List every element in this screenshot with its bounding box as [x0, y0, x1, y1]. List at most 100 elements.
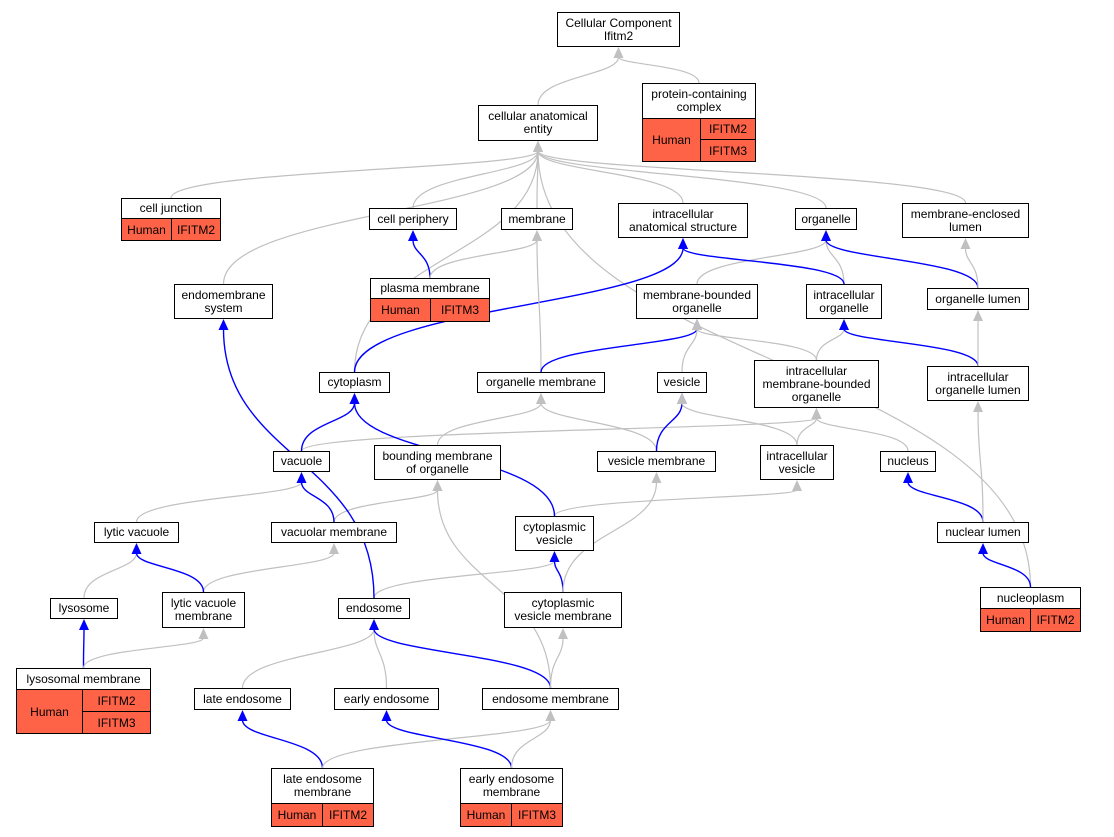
node-endo[interactable]: endosome: [338, 598, 410, 619]
node-nl[interactable]: nuclear lumen: [937, 522, 1029, 543]
arrowhead: [369, 619, 379, 630]
node-cvm[interactable]: cytoplasmic vesicle membrane: [504, 592, 622, 628]
edge-cyt-to-ias: [353, 247, 684, 373]
edge-om-to-mbo: [540, 328, 698, 373]
edge-cp-to-cae: [412, 150, 539, 209]
node-eem[interactable]: early endosome membrane: [460, 768, 563, 804]
arrowhead: [677, 393, 687, 404]
node-vac[interactable]: vacuole: [273, 451, 330, 472]
node-cyt[interactable]: cytoplasm: [319, 372, 390, 393]
node-ias[interactable]: intracellular anatomical structure: [618, 203, 748, 238]
arrowhead: [811, 408, 822, 419]
arrowhead: [692, 319, 702, 330]
node-cp[interactable]: cell periphery: [369, 208, 457, 230]
edge-nl-to-iol: [977, 410, 984, 523]
arrowhead: [329, 543, 339, 554]
node-mem[interactable]: membrane: [501, 208, 573, 230]
edge-ves-to-mbo: [681, 328, 698, 373]
node-lys[interactable]: lysosome: [50, 598, 118, 619]
arrowhead: [296, 472, 307, 483]
node-lem[interactable]: late endosome membrane: [271, 768, 374, 804]
node-np[interactable]: nucleoplasm: [980, 587, 1081, 609]
node-mel[interactable]: membrane-enclosed lumen: [902, 203, 1029, 238]
arrowhead: [960, 238, 971, 249]
edge-iv-to-ves: [681, 402, 798, 446]
node-vm[interactable]: vesicle membrane: [597, 451, 716, 472]
species-cell: Human: [16, 689, 83, 734]
edge-io-to-org: [825, 239, 845, 285]
node-cv[interactable]: cytoplasmic vesicle: [515, 516, 594, 551]
arrowhead: [532, 230, 542, 241]
node-lvm[interactable]: lytic vacuole membrane: [162, 592, 245, 628]
node-imbo[interactable]: intracellular membrane-bounded organelle: [754, 360, 879, 408]
node-ol[interactable]: organelle lumen: [927, 288, 1029, 310]
node-io[interactable]: intracellular organelle: [806, 284, 882, 319]
node-iv[interactable]: intracellular vesicle: [760, 445, 834, 480]
node-ems[interactable]: endomembrane system: [174, 284, 273, 319]
edge-cyt-to-cae: [353, 150, 539, 373]
arrowhead: [408, 230, 418, 241]
edge-eem-to-em: [510, 719, 552, 769]
edge-lysm-to-lvm: [82, 637, 205, 669]
edge-bmo-to-om: [436, 402, 542, 446]
edge-lvm-to-vacm: [202, 552, 335, 593]
gene-cell: IFITM2: [1030, 608, 1081, 632]
gene-cell: IFITM3: [511, 803, 563, 827]
edge-em-to-bmo: [436, 489, 552, 689]
edge-ol-to-mel: [964, 247, 979, 289]
node-bmo[interactable]: bounding membrane of organelle: [374, 445, 501, 480]
node-pm[interactable]: plasma membrane: [370, 278, 490, 299]
species-cell: Human: [642, 118, 701, 162]
edge-em-to-endo: [373, 628, 552, 689]
arrowhead: [978, 543, 988, 554]
arrowhead: [536, 393, 546, 404]
edge-pm-to-mem: [429, 239, 538, 279]
gene-cell: IFITM3: [430, 298, 490, 322]
node-em[interactable]: endosome membrane: [482, 688, 619, 710]
edge-pm-to-cp: [412, 239, 431, 279]
species-cell: Human: [271, 803, 323, 827]
edge-lysm-to-lys: [82, 628, 85, 669]
node-lysm[interactable]: lysosomal membrane: [16, 668, 151, 690]
gene-cell: IFITM2: [82, 689, 151, 712]
edge-cv-to-iv: [553, 489, 798, 517]
node-mbo[interactable]: membrane-bounded organelle: [636, 284, 758, 319]
node-lv[interactable]: lytic vacuole: [94, 522, 179, 543]
arrowhead: [131, 543, 142, 554]
edge-lem-to-em: [321, 719, 552, 769]
node-cj[interactable]: cell junction: [121, 198, 221, 219]
species-cell: Human: [460, 803, 512, 827]
node-cc[interactable]: Cellular Component Ifitm2: [557, 12, 680, 47]
node-org[interactable]: organelle: [795, 208, 857, 230]
edge-vac-to-imbo: [300, 417, 818, 452]
gene-cell: IFITM2: [322, 803, 374, 827]
edge-org-to-cae: [537, 150, 827, 209]
node-pcc[interactable]: protein-containing complex: [642, 83, 756, 119]
edge-lv-to-vac: [135, 481, 303, 523]
edge-io-to-ias: [682, 247, 845, 285]
edge-mbo-to-org: [696, 239, 827, 285]
edge-vm-to-ves: [655, 402, 683, 452]
edge-pcc-to-cc: [617, 56, 700, 84]
arrowhead: [839, 319, 849, 330]
edge-endo-to-cv: [373, 560, 556, 599]
arrowhead: [651, 472, 662, 483]
edge-iol-to-io: [843, 328, 979, 367]
arrowhead: [792, 480, 802, 491]
edge-cae-to-cc: [537, 56, 620, 106]
arrowhead: [545, 710, 556, 721]
node-ee[interactable]: early endosome: [334, 688, 439, 710]
node-cae[interactable]: cellular anatomical entity: [478, 105, 598, 141]
gene-cell: IFITM2: [700, 118, 756, 140]
node-vacm[interactable]: vacuolar membrane: [271, 522, 397, 543]
edge-imbo-to-mbo: [696, 328, 818, 361]
node-nuc[interactable]: nucleus: [880, 451, 936, 472]
node-le[interactable]: late endosome: [194, 688, 291, 710]
edge-iv-to-imbo: [796, 417, 818, 446]
node-iol[interactable]: intracellular organelle lumen: [927, 366, 1029, 401]
node-om[interactable]: organelle membrane: [477, 372, 605, 393]
edge-cj-to-cae: [170, 150, 539, 199]
node-ves[interactable]: vesicle: [657, 372, 707, 393]
